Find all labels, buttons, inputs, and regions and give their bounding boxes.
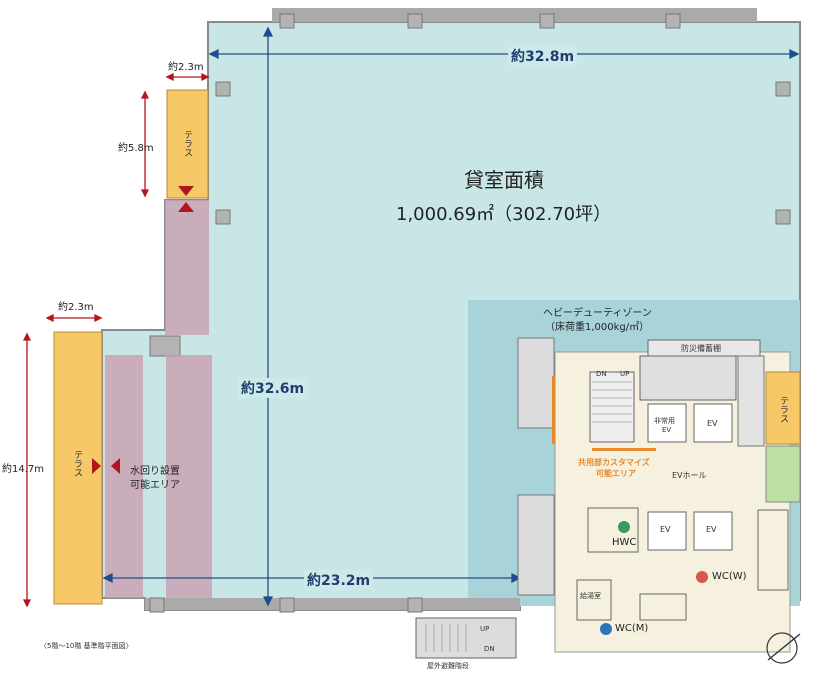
custom-area-label-1: 共用部カスタマイズ: [578, 458, 650, 467]
column: [279, 597, 295, 613]
dim-width-bottom: 約23.2m: [304, 570, 374, 590]
column: [149, 335, 181, 357]
wc-women-icon: [696, 571, 708, 583]
column: [215, 209, 231, 225]
column: [407, 597, 423, 613]
marker-triangle: [178, 186, 194, 196]
column: [539, 13, 555, 29]
outdoor-stair-up: UP: [480, 625, 490, 633]
water-area-label-2: 可能エリア: [130, 480, 180, 491]
emergency-ev-label-2: EV: [662, 426, 672, 434]
shaft: [737, 355, 765, 447]
marker-triangle: [111, 458, 120, 474]
ev-machine: [639, 355, 737, 401]
terrace-top-label: テラス: [182, 130, 192, 157]
column: [775, 209, 791, 225]
hwc-room: [587, 507, 639, 553]
wheelchair-icon: [618, 521, 630, 533]
dim-terrace-left-height: 約14.7m: [2, 464, 45, 475]
column: [775, 81, 791, 97]
column: [149, 597, 165, 613]
ev-hall-label: EVホール: [672, 471, 707, 480]
dim-terrace-top-height: 約5.8m: [118, 143, 154, 154]
top-wall: [272, 8, 757, 22]
ev-label: EV: [707, 419, 718, 428]
terrace-left-label: テラス: [72, 450, 82, 477]
ev-label: EV: [706, 525, 717, 534]
marker-triangle: [92, 458, 101, 474]
kitchenette-label: 給湯室: [580, 592, 601, 600]
column: [407, 13, 423, 29]
emergency-ev: [647, 403, 687, 443]
dim-height-main: 約32.6m: [238, 378, 308, 398]
dim-terrace-left-width: 約2.3m: [58, 302, 94, 313]
wc-men-icon: [600, 623, 612, 635]
terrace-top: [166, 89, 209, 199]
stair-up-label: UP: [620, 370, 630, 378]
water-area: [105, 355, 143, 598]
terrace-right: [765, 371, 801, 445]
stair-dn-label: DN: [596, 370, 607, 378]
wc-men-stalls: [639, 593, 687, 621]
compass-icon: [766, 632, 798, 664]
shaft: [517, 337, 555, 429]
water-area-label-1: 水回り設置: [130, 466, 180, 477]
disaster-storage-label: 防災備蓄棚: [681, 344, 721, 353]
heavy-duty-label-1: ヘビーデューティゾーン: [543, 308, 652, 319]
floor-note: 〈5階～10階 基準階平面図〉: [40, 642, 133, 650]
outdoor-stair-dn: DN: [484, 645, 495, 653]
emergency-ev-label-1: 非常用: [654, 417, 675, 425]
column: [279, 13, 295, 29]
outdoor-stairs-label: 屋外避難階段: [427, 662, 469, 670]
dim-terrace-top-width: 約2.3m: [168, 62, 204, 73]
ev-car: [693, 511, 733, 551]
column: [215, 81, 231, 97]
ev-car: [647, 511, 687, 551]
shaft: [517, 494, 555, 596]
kitchenette: [576, 579, 612, 621]
stair-core: [589, 371, 635, 443]
heavy-duty-label-2: （床荷重1,000kg/㎡）: [545, 322, 650, 333]
wc-men-label: WC(M): [615, 623, 649, 634]
marker-triangle: [178, 202, 194, 212]
ev-label: EV: [660, 525, 671, 534]
water-area: [165, 200, 209, 335]
ev-car: [693, 403, 733, 443]
custom-area-label-2: 可能エリア: [596, 469, 636, 478]
terrace-right-label: テラス: [778, 396, 788, 423]
hwc-label: HWC: [612, 537, 637, 548]
custom-area-line: [552, 376, 555, 444]
floor-area-title: 貸室面積: [464, 168, 544, 192]
column: [665, 13, 681, 29]
bottom-wall: [145, 598, 520, 610]
custom-area-line: [592, 448, 656, 451]
planter: [765, 445, 801, 503]
wc-stalls: [757, 509, 789, 591]
water-area: [166, 355, 212, 598]
dim-width-top: 約32.8m: [508, 46, 578, 66]
floor-area-value: 1,000.69㎡（302.70坪）: [396, 204, 612, 225]
wc-women-label: WC(W): [712, 571, 747, 582]
